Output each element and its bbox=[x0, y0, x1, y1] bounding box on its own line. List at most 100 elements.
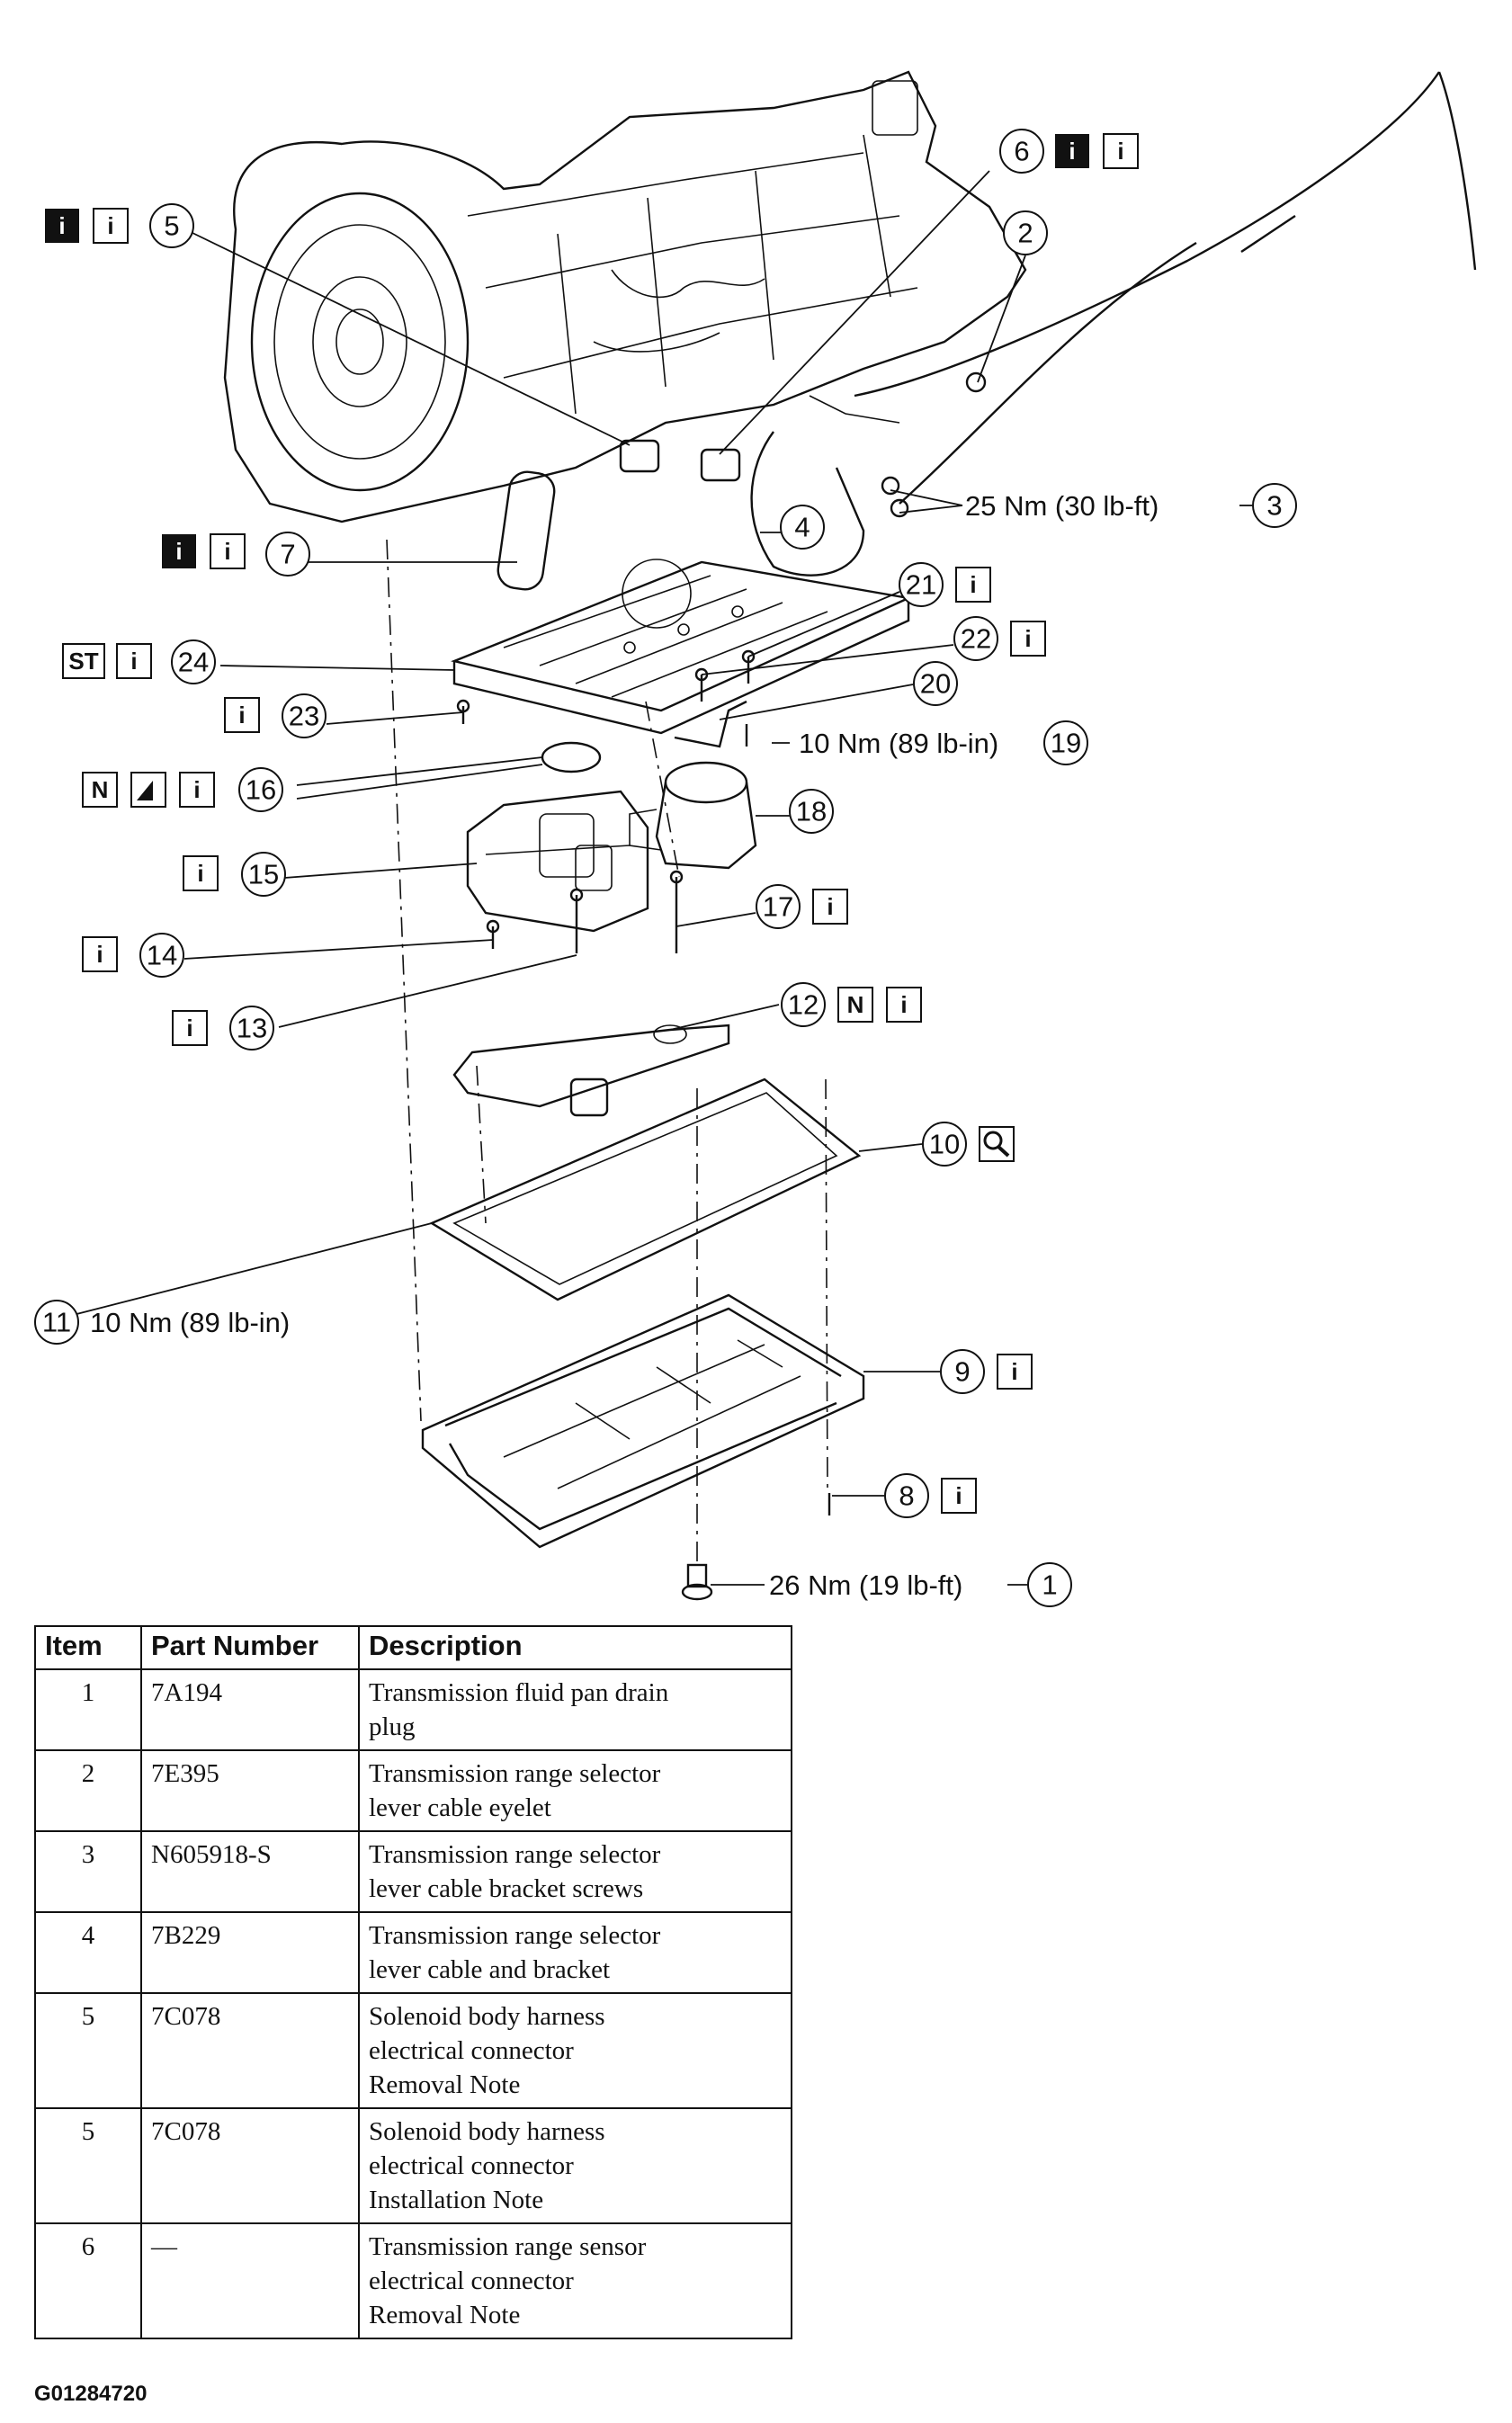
svg-text:i: i bbox=[58, 212, 65, 239]
callout-16: N i 16 bbox=[82, 767, 283, 812]
svg-text:i: i bbox=[827, 893, 833, 920]
svg-text:1: 1 bbox=[1042, 1569, 1057, 1601]
svg-text:i: i bbox=[107, 212, 113, 239]
callout-13: i 13 bbox=[172, 1006, 274, 1051]
svg-text:2: 2 bbox=[1017, 218, 1033, 249]
svg-text:i: i bbox=[186, 1015, 192, 1042]
svg-text:N: N bbox=[92, 776, 109, 803]
callout-14: i 14 bbox=[82, 933, 184, 978]
callout-6: 6 i i bbox=[999, 129, 1139, 174]
item-cell: 5 bbox=[34, 2107, 142, 2224]
column-header-item: Item bbox=[34, 1625, 142, 1670]
bolt-drawings bbox=[456, 649, 756, 748]
svg-text:i: i bbox=[970, 571, 976, 598]
svg-text:i: i bbox=[130, 648, 137, 675]
svg-text:i: i bbox=[197, 860, 203, 887]
callout-9: 9 i bbox=[940, 1349, 1033, 1394]
svg-text:i: i bbox=[224, 538, 230, 565]
svg-text:i: i bbox=[900, 991, 907, 1018]
svg-text:i: i bbox=[193, 776, 200, 803]
parts-table: Item Part Number Description 1 7A194 Tra… bbox=[34, 1625, 792, 2339]
svg-text:i: i bbox=[1069, 138, 1075, 165]
svg-text:22: 22 bbox=[961, 623, 991, 655]
callout-24: ST i 24 bbox=[62, 639, 216, 684]
callout-22: 22 i bbox=[953, 616, 1046, 661]
column-header-part-number: Part Number bbox=[140, 1625, 360, 1670]
svg-text:6: 6 bbox=[1014, 136, 1029, 167]
callout-12: 12 N i bbox=[781, 982, 922, 1027]
item-cell: 3 bbox=[34, 1830, 142, 1913]
svg-text:i: i bbox=[175, 538, 182, 565]
svg-text:i: i bbox=[238, 702, 245, 729]
svg-text:3: 3 bbox=[1266, 490, 1282, 522]
table-header-row: Item Part Number Description bbox=[34, 1625, 792, 1670]
torque-spec-11: 10 Nm (89 lb-in) bbox=[90, 1307, 290, 1338]
svg-text:8: 8 bbox=[899, 1480, 914, 1512]
part-number-cell: 7C078 bbox=[140, 1992, 360, 2109]
callout-23: i 23 bbox=[224, 693, 327, 738]
svg-text:N: N bbox=[847, 991, 864, 1018]
svg-text:i: i bbox=[96, 941, 103, 968]
callout-3: 25 Nm (30 lb-ft) 3 bbox=[965, 483, 1297, 528]
svg-text:13: 13 bbox=[237, 1013, 267, 1044]
part-number-cell: 7B229 bbox=[140, 1911, 360, 1994]
part-number-cell: N605918-S bbox=[140, 1830, 360, 1913]
callout-21: 21 i bbox=[899, 562, 991, 607]
callout-15: i 15 bbox=[183, 852, 286, 897]
callout-2: 2 bbox=[1003, 210, 1048, 255]
long-bolt-drawings bbox=[486, 870, 684, 953]
svg-text:21: 21 bbox=[906, 569, 936, 601]
leader-lines bbox=[44, 170, 1026, 1497]
callout-5: i i 5 bbox=[45, 203, 194, 248]
svg-text:15: 15 bbox=[248, 859, 279, 890]
part-number-cell: 7A194 bbox=[140, 1668, 360, 1751]
svg-text:19: 19 bbox=[1051, 728, 1081, 759]
svg-text:5: 5 bbox=[164, 210, 179, 242]
solenoid-body-drawing bbox=[466, 790, 649, 933]
alignment-lines bbox=[386, 539, 828, 1565]
svg-text:4: 4 bbox=[794, 512, 810, 543]
callout-19: 10 Nm (89 lb-in) 19 bbox=[772, 720, 1088, 765]
item-cell: 6 bbox=[34, 2222, 142, 2339]
svg-text:14: 14 bbox=[147, 940, 177, 971]
svg-text:17: 17 bbox=[763, 891, 793, 923]
item-cell: 4 bbox=[34, 1911, 142, 1994]
callout-18: 18 bbox=[789, 789, 834, 834]
callout-4: 4 bbox=[780, 505, 825, 550]
svg-text:16: 16 bbox=[246, 774, 276, 806]
callout-20: 20 bbox=[913, 661, 958, 706]
callout-11: 11 10 Nm (89 lb-in) bbox=[34, 1300, 290, 1345]
column-header-description: Description bbox=[358, 1625, 792, 1670]
svg-text:11: 11 bbox=[42, 1307, 71, 1338]
torque-spec-3: 25 Nm (30 lb-ft) bbox=[965, 490, 1159, 522]
drain-plug-drawing bbox=[681, 1563, 713, 1601]
svg-text:20: 20 bbox=[920, 668, 951, 700]
svg-text:i: i bbox=[1024, 625, 1031, 652]
svg-text:9: 9 bbox=[954, 1356, 970, 1388]
callout-17: 17 i bbox=[756, 884, 848, 929]
part-number-cell: 7E395 bbox=[140, 1749, 360, 1832]
svg-text:ST: ST bbox=[68, 648, 98, 675]
callouts: i i 5 6 i i 2 25 Nm (30 lb-ft) 3 4 i i 7 bbox=[34, 129, 1297, 1607]
item-cell: 2 bbox=[34, 1749, 142, 1832]
svg-text:i: i bbox=[955, 1482, 962, 1509]
svg-text:24: 24 bbox=[178, 647, 209, 678]
part-number-cell: — bbox=[140, 2222, 360, 2339]
range-sensor-drawing bbox=[629, 761, 757, 870]
callout-8: 8 i bbox=[884, 1473, 977, 1518]
torque-spec-1: 26 Nm (19 lb-ft) bbox=[769, 1569, 962, 1601]
svg-text:18: 18 bbox=[796, 796, 827, 827]
